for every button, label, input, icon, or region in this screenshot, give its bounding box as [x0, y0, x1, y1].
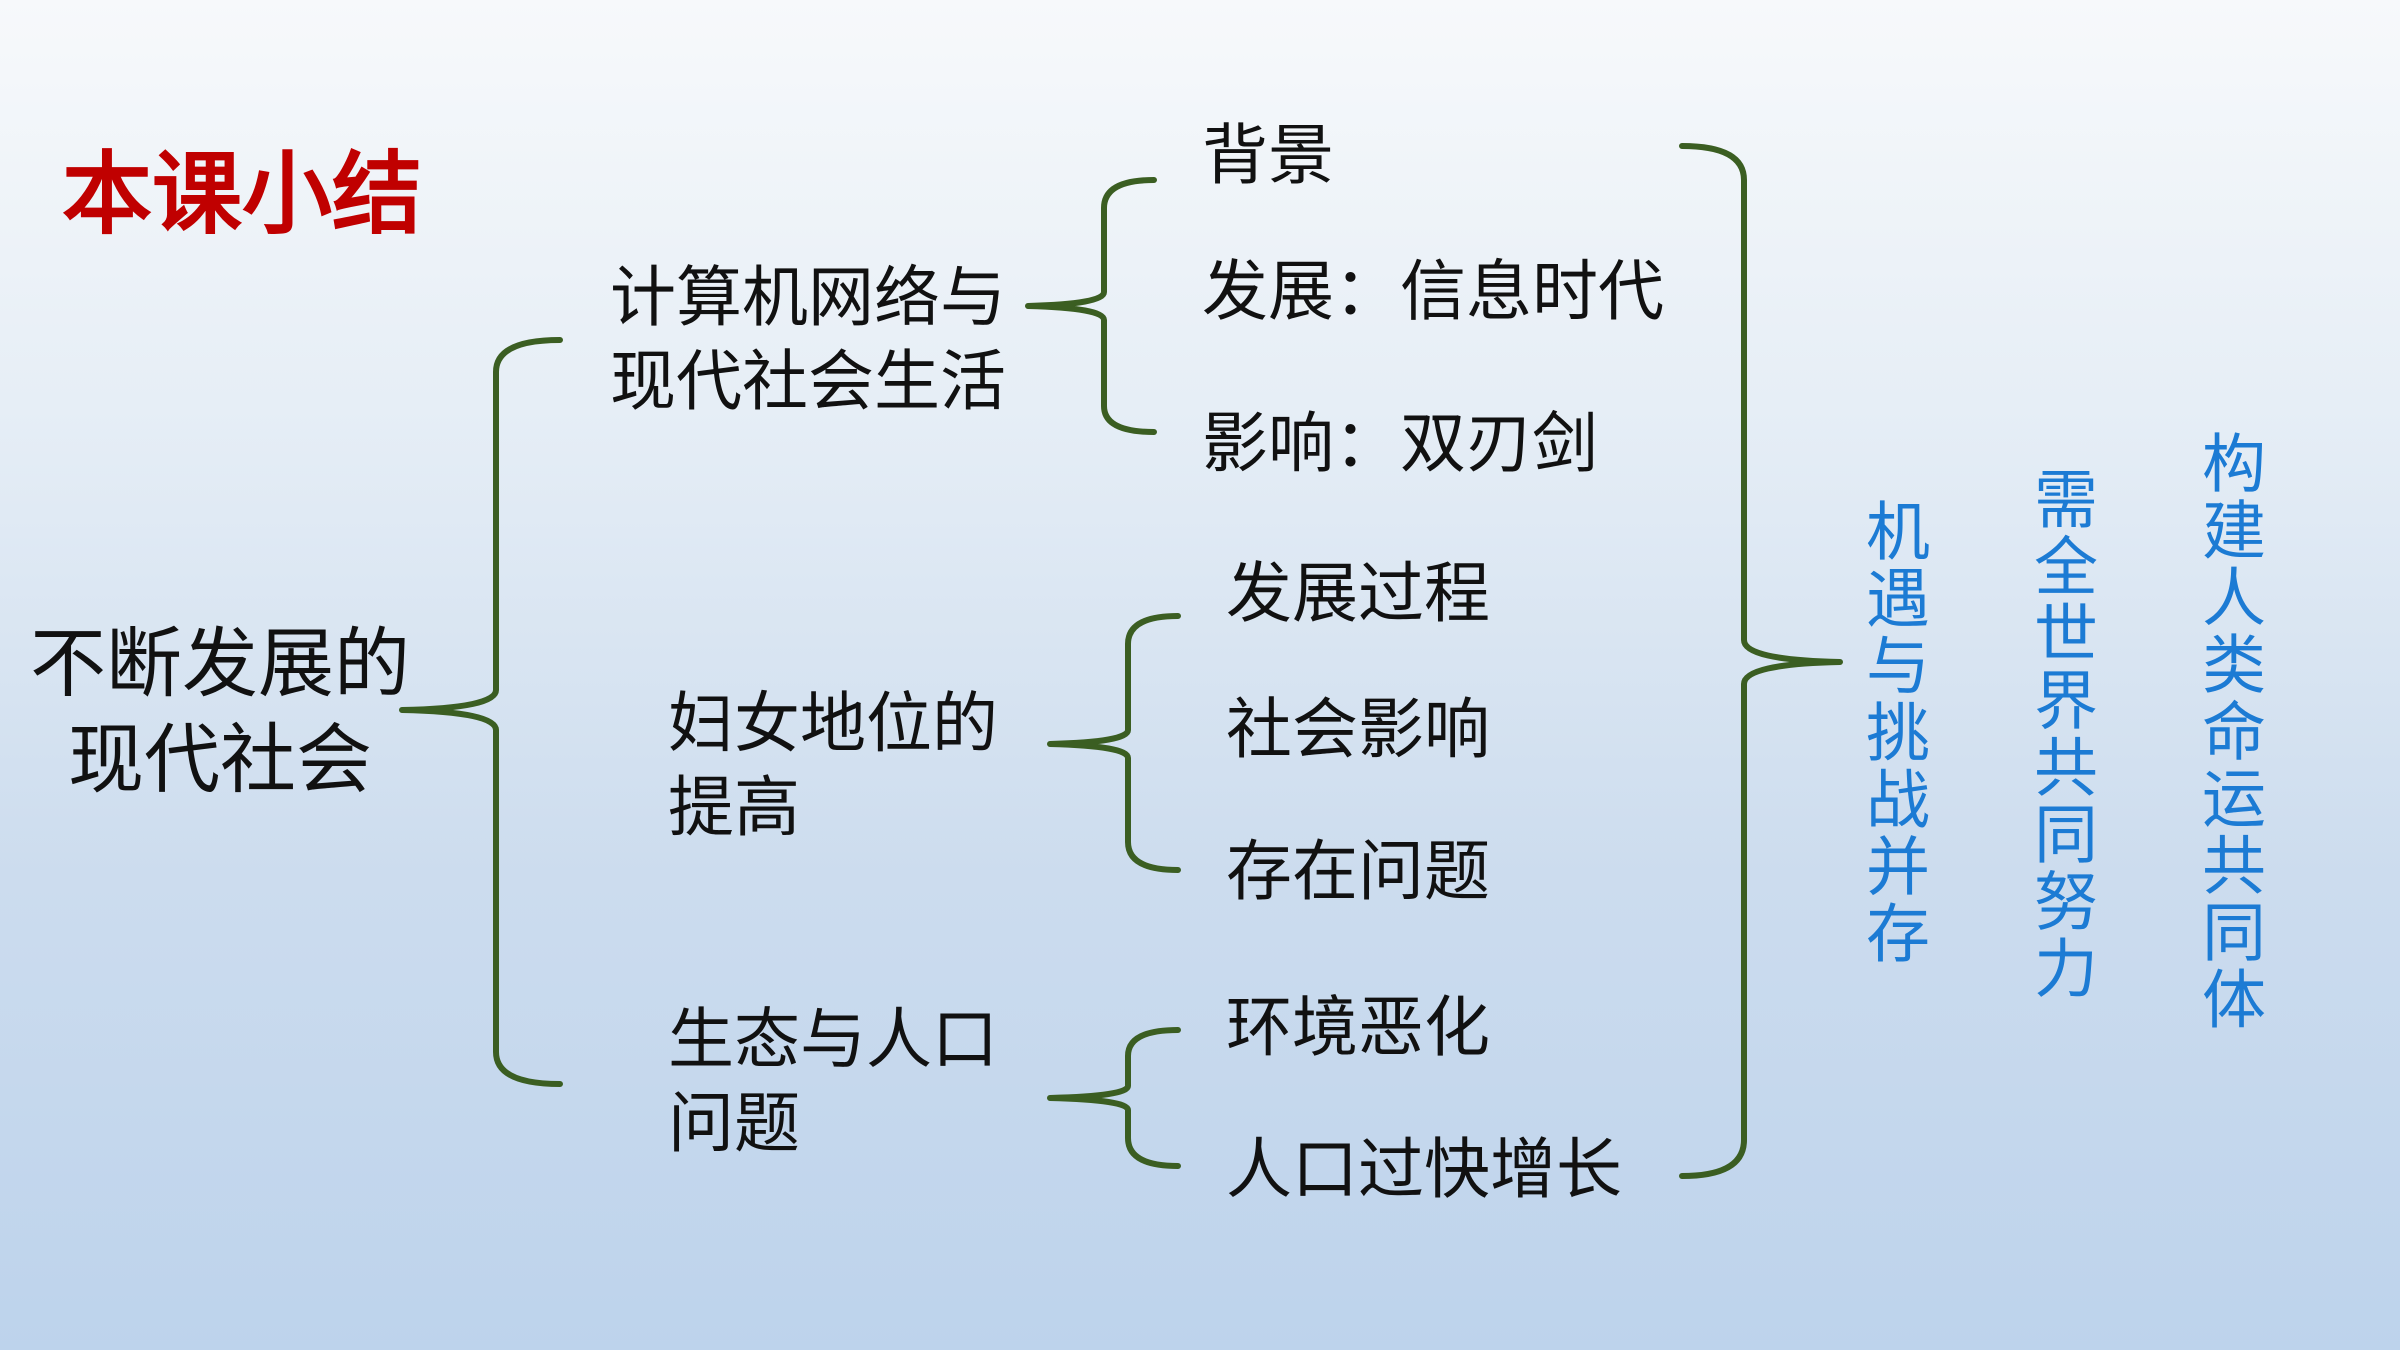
- item-social-impact: 社会影响: [1226, 691, 1490, 768]
- branch-ecology-population-line-1: 生态与人口: [668, 1001, 998, 1078]
- branch-women-status-line-2: 提高: [668, 769, 800, 846]
- item-development-info-age: 发展：信息时代: [1202, 253, 1664, 330]
- merge-bracket: [1679, 143, 1843, 1179]
- branch-computer-network-line-1: 计算机网络与: [610, 259, 1006, 336]
- item-development-process: 发展过程: [1226, 555, 1490, 632]
- item-environment-worsening: 环境恶化: [1226, 989, 1490, 1066]
- branch-1-bracket: [1025, 177, 1157, 435]
- branch-women-status-line-1: 妇女地位的: [668, 685, 998, 762]
- item-existing-problems: 存在问题: [1226, 833, 1490, 910]
- item-background: 背景: [1202, 117, 1334, 194]
- page-title: 本课小结: [62, 142, 422, 247]
- branch-computer-network: 计算机网络与 现代社会生活: [610, 256, 1006, 424]
- conclusion-shared-future: 构建人类命运共同体: [2191, 430, 2265, 1033]
- conclusion-global-effort: 需全世界共同努力: [2023, 466, 2097, 1002]
- item-population-growth: 人口过快增长: [1226, 1131, 1622, 1208]
- root-node-line-1: 不断发展的: [30, 619, 410, 708]
- branch-3-bracket: [1047, 1027, 1181, 1169]
- branch-ecology-population-line-2: 问题: [668, 1085, 800, 1162]
- root-node-line-2: 现代社会: [68, 715, 372, 804]
- branch-computer-network-line-2: 现代社会生活: [610, 343, 1006, 420]
- root-bracket: [399, 337, 563, 1087]
- conclusion-opportunity-challenge: 机遇与挑战并存: [1855, 498, 1929, 967]
- branch-2-bracket: [1047, 613, 1181, 873]
- item-impact-double-edged: 影响：双刃剑: [1202, 405, 1598, 482]
- branch-women-status: 妇女地位的 提高: [668, 682, 998, 850]
- branch-ecology-population: 生态与人口 问题: [668, 998, 998, 1166]
- root-node: 不断发展的 现代社会: [30, 616, 410, 808]
